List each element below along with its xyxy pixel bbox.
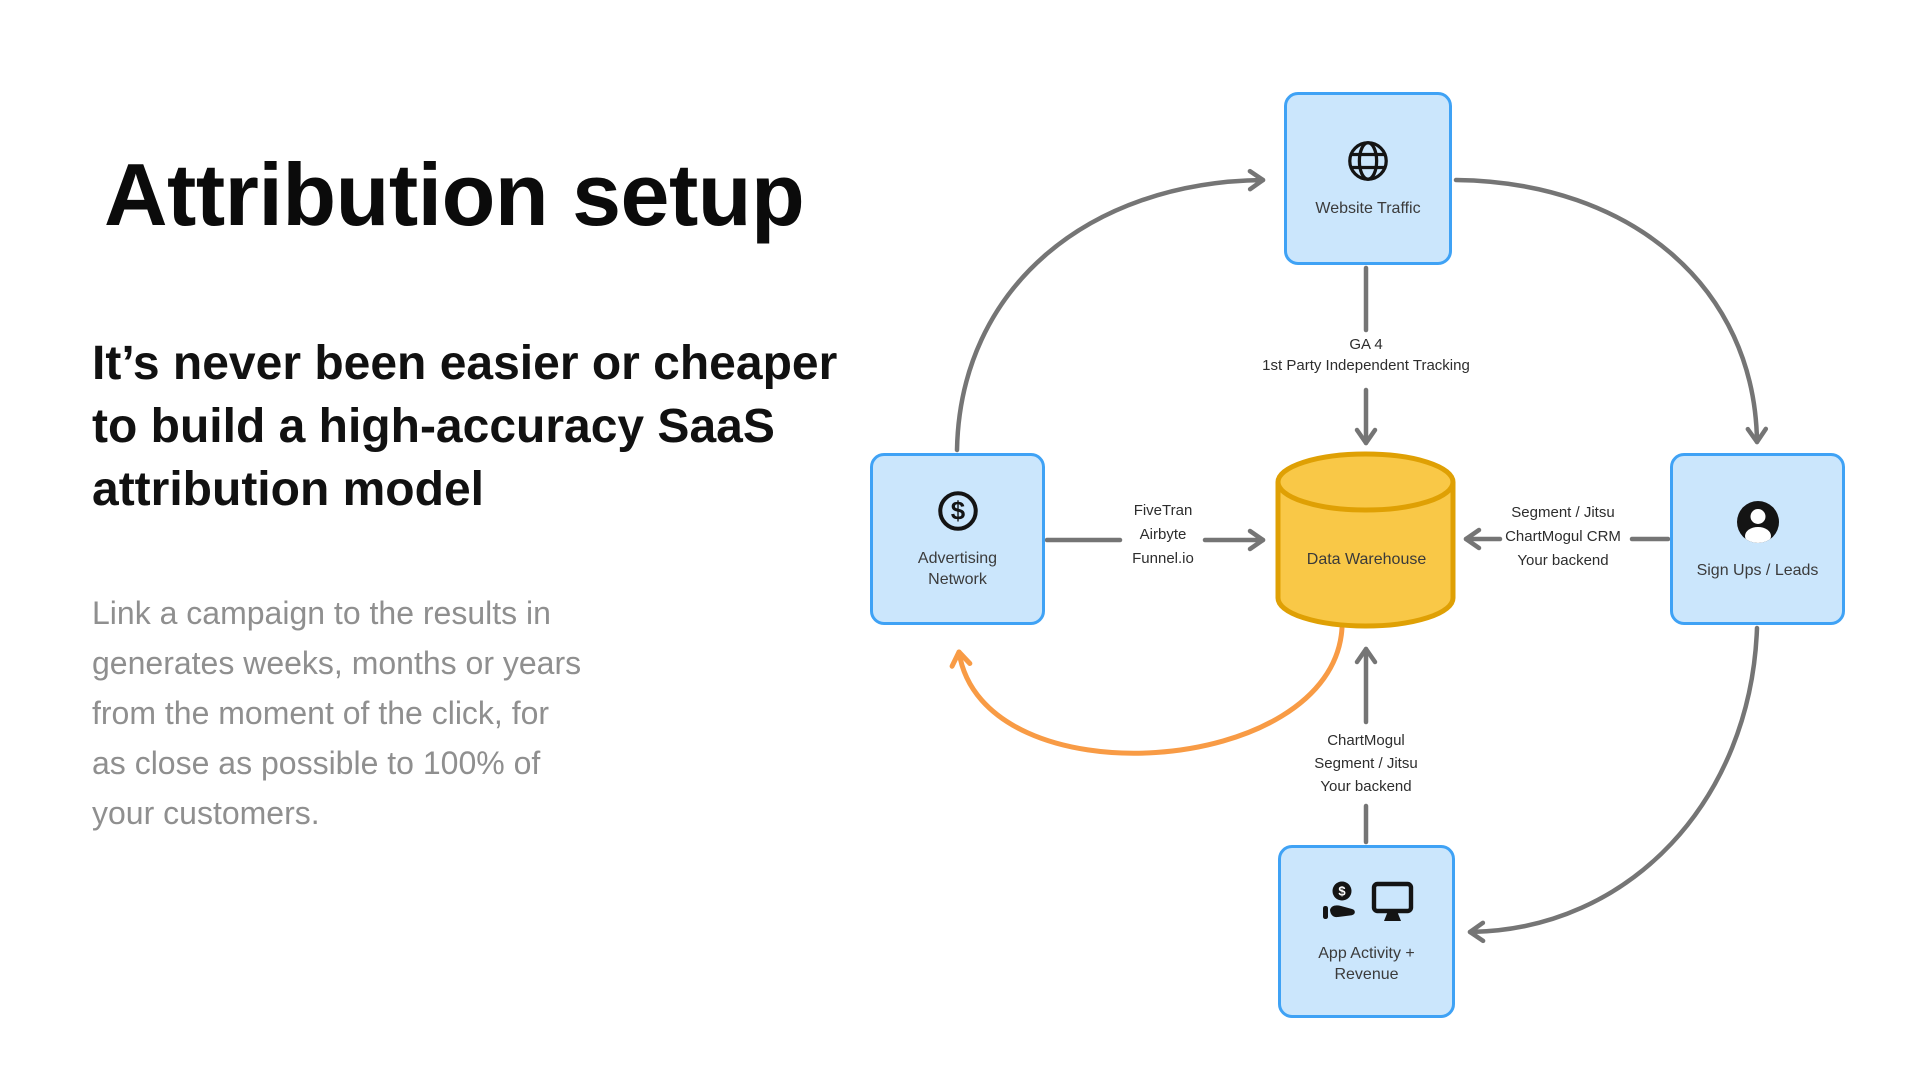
paragraph-line: your customers. [92,795,320,831]
monitor-icon [1371,881,1413,921]
curve-website-to-signups [1453,177,1769,445]
svg-text:$: $ [950,498,965,526]
node-data-warehouse-label: Data Warehouse [1306,551,1427,568]
connector-label-ga4: GA 4 1st Party Independent Tracking [1262,336,1470,374]
subtitle-line: It’s never been easier or cheaper [92,337,838,390]
curve-warehouse-to-advertising-feedback [949,625,1345,756]
node-label: App Activity + Revenue [1318,944,1415,983]
node-label: Advertising Network [917,550,998,588]
dollar-circle-icon: $ [937,491,978,531]
curve-advertising-to-website [954,168,1266,453]
description-paragraph: Link a campaign to the results in genera… [92,588,581,838]
hand-coin-and-monitor-icon: $ [1322,881,1413,921]
paragraph-line: as close as possible to 100% of [92,745,541,781]
paragraph-line: generates weeks, months or years [92,645,582,681]
page-title: Attribution setup [104,144,805,244]
connector-label-app-tools: ChartMogul Segment / Jitsu Your backend [1314,732,1418,795]
subtitle-line: attribution model [92,463,484,516]
data-warehouse-cylinder [1275,451,1456,629]
subtitle-line: to build a high-accuracy SaaS [92,400,775,453]
subtitle: It’s never been easier or cheaper to bui… [92,332,837,521]
node-website-traffic: Website Traffic [1284,92,1452,265]
node-advertising-network: $ Advertising Network [870,453,1045,625]
curve-signups-to-app [1467,625,1760,944]
paragraph-line: from the moment of the click, for [92,695,550,731]
node-app-activity-revenue: $ App Activity + Revenue [1278,845,1455,1018]
user-circle-icon [1736,500,1779,543]
paragraph-line: Link a campaign to the results in [92,595,551,631]
connector-label-crm-tools: Segment / Jitsu ChartMogul CRM Your back… [1505,504,1621,569]
globe-icon [1348,141,1388,181]
node-sign-ups-leads: Sign Ups / Leads [1670,453,1845,625]
node-label: Sign Ups / Leads [1696,561,1819,579]
connector-label-etl-tools: FiveTran Airbyte Funnel.io [1132,502,1194,567]
node-label: Website Traffic [1315,200,1421,217]
hand-coin-icon: $ [1322,881,1355,919]
svg-text:$: $ [1338,883,1346,898]
